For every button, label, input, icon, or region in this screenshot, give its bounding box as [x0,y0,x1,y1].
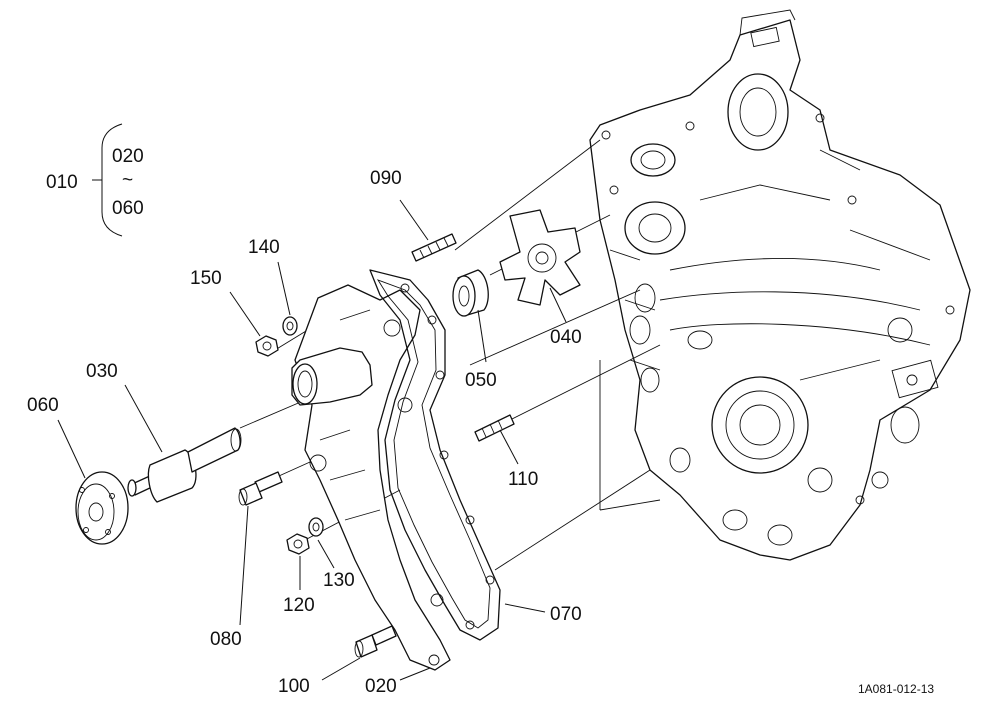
stud-bolt-upper [411,233,457,262]
nut-120 [286,533,310,555]
label-040: 040 [550,327,582,348]
gasket [369,269,501,641]
water-pump-body [291,284,451,671]
label-020: 020 [365,676,397,697]
drawing-code: 1A081-012-13 [858,682,934,696]
label-range-end: 060 [112,198,144,219]
label-090: 090 [370,168,402,189]
label-120: 120 [283,595,315,616]
label-110: 110 [508,469,538,490]
label-100: 100 [278,676,310,697]
hex-bolt-080 [238,471,283,506]
label-130: 130 [323,570,355,591]
label-060: 060 [27,395,59,416]
label-010: 010 [46,172,78,193]
label-range-tilde: ~ [122,170,133,191]
label-030: 030 [86,361,118,382]
washer-130 [308,517,324,537]
pulley-flange [75,471,129,545]
mechanical-seal [452,269,489,317]
nut-150 [255,335,279,357]
leader-lines [57,199,567,681]
label-140: 140 [248,237,280,258]
label-range-start: 020 [112,146,144,167]
label-070: 070 [550,604,582,625]
label-150: 150 [190,268,222,289]
label-050: 050 [465,370,497,391]
hex-bolt-100 [354,625,397,658]
impeller [499,209,581,306]
washer-140 [282,316,298,336]
stud-bolt-lower [474,414,515,442]
bearing-shaft [127,427,242,503]
gear-case-housing [589,9,971,561]
assembly-bracket [92,123,123,237]
label-080: 080 [210,629,242,650]
